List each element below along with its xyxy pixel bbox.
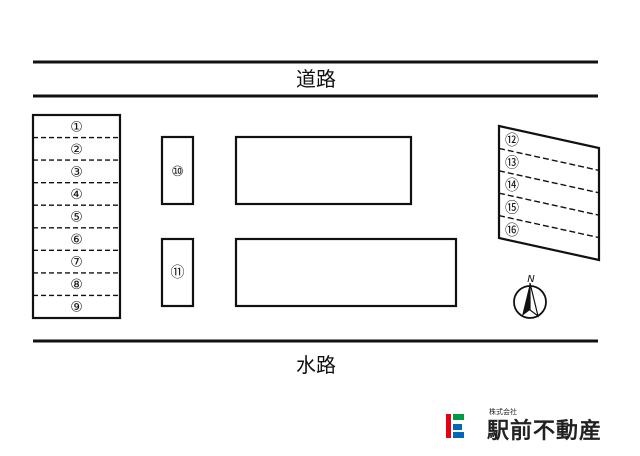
brand-logo: 株式会社 駅前不動産 — [446, 407, 602, 444]
brand-name: 駅前不動産 — [487, 418, 602, 444]
parking-space-label-left: ④ — [70, 187, 83, 203]
parking-divider-right — [498, 214, 600, 239]
parking-block-left-outline — [31, 113, 122, 320]
parking-space-11 — [160, 237, 195, 308]
parking-space-label-left: ⑥ — [70, 232, 83, 248]
parking-space-10 — [160, 135, 195, 206]
parking-space-label-left: ⑨ — [70, 300, 83, 316]
parking-space-label-left: ⑧ — [70, 277, 83, 293]
parking-block-right-outline — [497, 124, 601, 262]
parking-divider-right — [498, 147, 600, 172]
compass-north-label: N — [527, 274, 535, 285]
parking-space-label-right: ⑬ — [505, 156, 519, 172]
parking-space-label-right: ⑮ — [505, 200, 519, 216]
parking-space-label-right: ⑫ — [505, 133, 519, 149]
parking-space-label-left: ① — [70, 119, 83, 135]
brand-logo-bar-green — [453, 414, 464, 420]
building-lower — [234, 237, 458, 308]
parking-space-label-left: ③ — [70, 164, 83, 180]
parking-space-label-10: ⑩ — [171, 164, 184, 180]
parking-space-label-left: ⑤ — [70, 210, 83, 226]
brand-logo-bar-red — [446, 414, 451, 438]
brand-company-type: 株式会社 — [489, 407, 517, 416]
building-upper — [234, 135, 413, 206]
parking-block-right: ⑫ ⑬ ⑭ ⑮ ⑯ — [497, 124, 601, 262]
parking-block-left: ① ② ③ ④ ⑤ ⑥ ⑦ ⑧ ⑨ — [31, 113, 122, 320]
compass-needle-right — [529, 282, 539, 318]
north-compass: N — [513, 274, 547, 319]
parking-space-label-left: ② — [70, 142, 83, 158]
parking-divider-right — [498, 170, 600, 194]
parking-divider-right — [498, 192, 600, 216]
compass-needle-left — [522, 283, 530, 316]
brand-logo-bar-blue — [453, 424, 462, 430]
parking-space-label-left: ⑦ — [70, 255, 83, 271]
waterway-label: 水路 — [296, 353, 336, 377]
parking-block-middle: ⑩ ⑪ — [160, 135, 195, 308]
parking-space-label-right: ⑯ — [505, 223, 519, 239]
brand-logo-bar-blue-lower — [453, 432, 464, 438]
parking-space-label-11: ⑪ — [171, 265, 185, 281]
parking-space-label-right: ⑭ — [505, 178, 519, 194]
road-label: 道路 — [296, 67, 336, 91]
